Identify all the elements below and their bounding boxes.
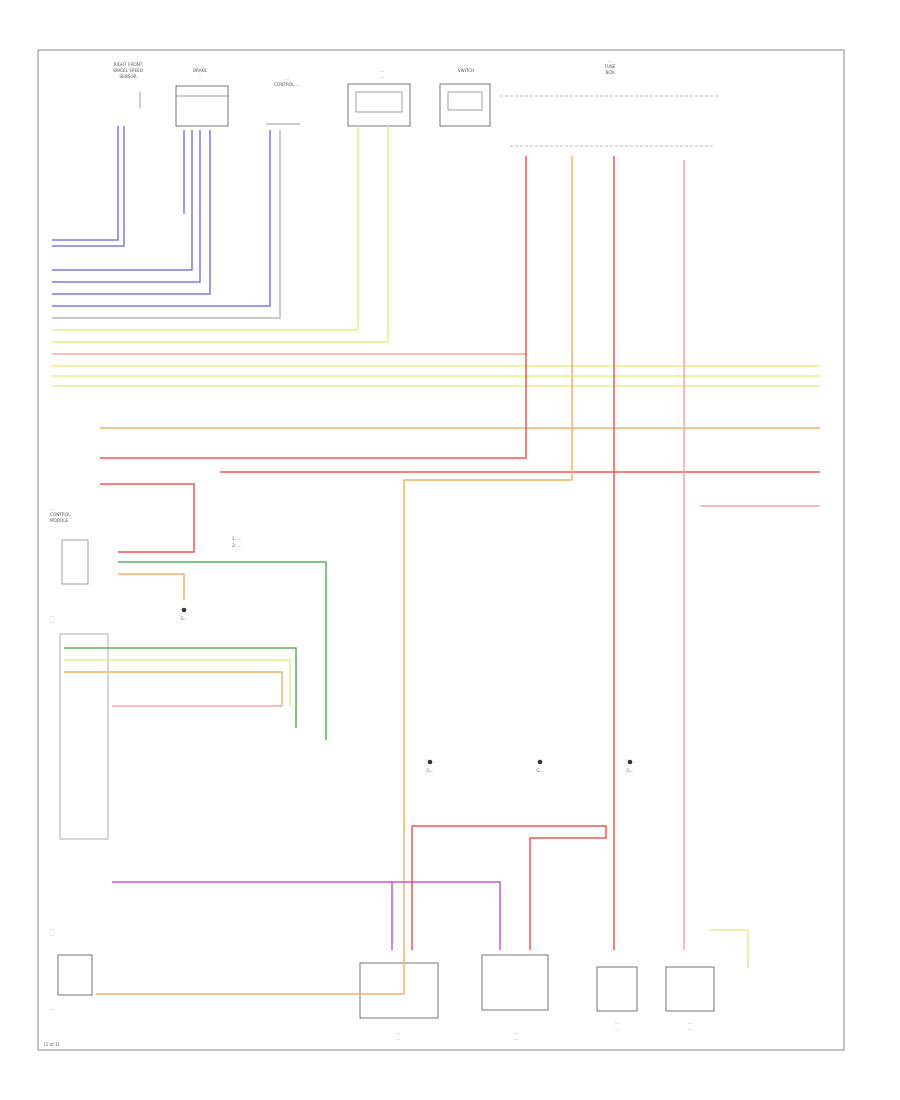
component-label: BOX: [606, 70, 615, 75]
wire-yellow-1: [52, 126, 359, 331]
component-label: ...: [615, 1020, 619, 1025]
component-label: ...: [198, 74, 202, 79]
ground-symbol: [627, 759, 633, 765]
component-label: CONTROL: [50, 512, 71, 517]
top-component-1: RIGHT FRONT WHEEL SPEED SENSOR: [113, 62, 143, 108]
wire-blue-7: [52, 130, 271, 307]
wire-yellow-7: [710, 929, 749, 968]
bottom-component-1: ... ...: [359, 962, 439, 1041]
component-label: ...: [50, 932, 54, 937]
top-component-3: ... CONTROL ...: [266, 76, 300, 125]
wire-green-2: [64, 647, 297, 728]
top-component-2: BRAKE ...: [175, 68, 229, 127]
wire-orange-5: [96, 950, 405, 995]
wire-layer: [52, 126, 820, 995]
ground-symbol: [427, 759, 433, 765]
wire-red-1: [100, 156, 527, 459]
wire-blue-4: [52, 130, 193, 271]
component-label: MODULE: [50, 518, 69, 523]
wire-blue-2: [52, 126, 125, 247]
component-label: ...: [50, 506, 54, 511]
top-component-4: ... ...: [347, 68, 411, 127]
ground-label: G...: [536, 768, 543, 773]
component-label: ...: [615, 1026, 619, 1031]
component-label: ...: [380, 74, 384, 79]
wire-yellow-6: [64, 659, 291, 706]
component-label: ...: [285, 76, 289, 81]
ground-symbol: [537, 759, 543, 765]
component-label: ...: [50, 1006, 54, 1011]
component-label: ...: [688, 1020, 692, 1025]
component-label: ...: [464, 62, 468, 67]
wire-orange-3: [118, 573, 185, 600]
wire-violet-1: [112, 881, 501, 950]
component-label: SENSOR: [119, 74, 136, 79]
left-ecu: ... CONTROL MODULE ... ... ... ... ...: [50, 506, 109, 1011]
diagram-frame: [37, 49, 845, 1051]
svg-text:1: ...: 1: ...: [232, 536, 241, 541]
component-label: ...: [50, 613, 54, 618]
component-label: BRAKE: [193, 68, 207, 73]
wire-orange-2: [403, 156, 573, 950]
wire-orange-4: [64, 671, 283, 706]
notes: 1: ... 2: ...: [232, 536, 241, 548]
wire-blue-1: [52, 126, 119, 241]
wire-red-5: [412, 825, 607, 950]
component-label: ...: [513, 1030, 517, 1035]
component-label: FUSE: [605, 64, 616, 69]
top-component-6: ... FUSE BOX: [500, 58, 718, 147]
component-label: ...: [380, 68, 384, 73]
component-label: ...: [396, 1036, 400, 1041]
ground-label: G...: [180, 616, 187, 621]
ground-layer: G... G... G... G...: [180, 607, 634, 773]
component-label: ...: [688, 1026, 692, 1031]
wire-yellow-2: [52, 126, 389, 343]
wire-blue-5: [52, 130, 201, 283]
ground-label: G...: [626, 768, 633, 773]
wire-gray-1: [52, 130, 281, 319]
component-label: RIGHT FRONT: [114, 62, 143, 67]
bottom-component-4: ... ...: [665, 966, 715, 1031]
component-label: ...: [50, 619, 54, 624]
bottom-component-3: ... ...: [596, 966, 638, 1031]
svg-text:2: ...: 2: ...: [232, 543, 241, 548]
wire-green-1: [118, 561, 327, 740]
component-label: CONTROL ...: [274, 82, 300, 87]
component-label: ...: [50, 926, 54, 931]
component-label: ...: [513, 1036, 517, 1041]
ground-label: G...: [426, 768, 433, 773]
component-label: ...: [608, 58, 612, 63]
component-label: SWITCH: [458, 68, 474, 73]
component-label: WHEEL SPEED: [113, 68, 143, 73]
wire-red-4: [100, 483, 195, 553]
component-label: ...: [396, 1030, 400, 1035]
wire-blue-6: [52, 130, 211, 295]
ground-symbol: [181, 607, 187, 613]
bottom-component-2: ... ...: [481, 954, 549, 1041]
page-counter: (1 of 3): [44, 1042, 60, 1047]
top-component-5: ... SWITCH: [439, 62, 491, 127]
